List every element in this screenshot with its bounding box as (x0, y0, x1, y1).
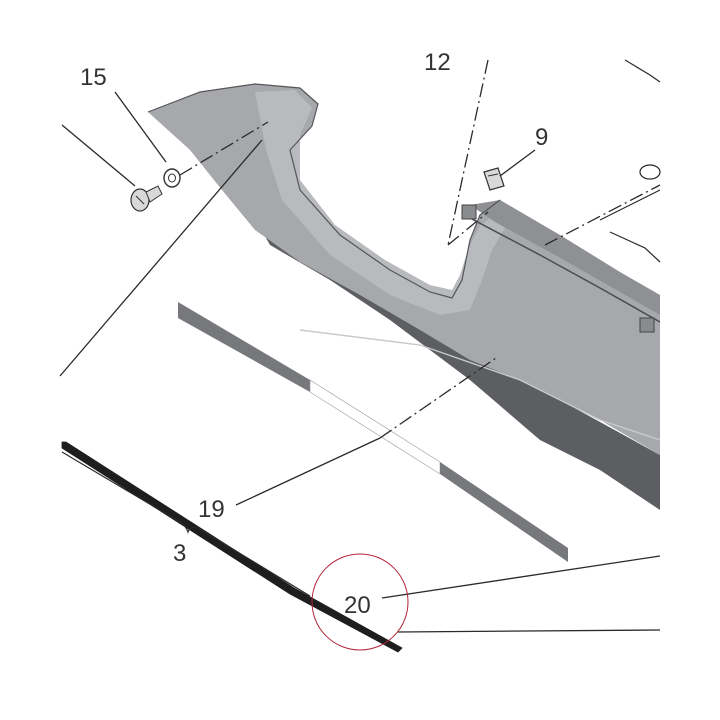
panel-sill-strip (470, 200, 660, 315)
panel-outline (147, 83, 501, 299)
callout-labels: 15 12 9 19 3 20 (80, 49, 548, 619)
skirt-bottom-edge (61, 441, 403, 653)
callout-9: 9 (535, 124, 548, 151)
adjacent-body-part (599, 59, 661, 263)
clip-icon (483, 167, 505, 191)
screw-icon (130, 185, 163, 212)
panel-contour-line (299, 329, 661, 441)
callout-3: 3 (173, 540, 186, 567)
sill-tab-2 (461, 204, 477, 220)
callout-19: 19 (198, 496, 225, 523)
brace-3 (61, 451, 311, 597)
trim-strip-light-section (309, 379, 441, 475)
trim-strip-end-section (440, 462, 568, 562)
highlight-circle-20 (311, 553, 409, 651)
sill-tab-1 (639, 317, 655, 333)
panel-sill-edge (469, 217, 661, 323)
leader-lines (59, 59, 661, 653)
trim-strip (178, 302, 568, 562)
washer-icon (163, 168, 181, 188)
callout-12: 12 (424, 49, 451, 76)
side-skirt-panel (147, 83, 661, 510)
callout-15: 15 (80, 64, 107, 91)
trim-strip-dark-section (178, 302, 310, 392)
callout-20: 20 (344, 592, 371, 619)
panel-intake-inner (255, 90, 505, 315)
